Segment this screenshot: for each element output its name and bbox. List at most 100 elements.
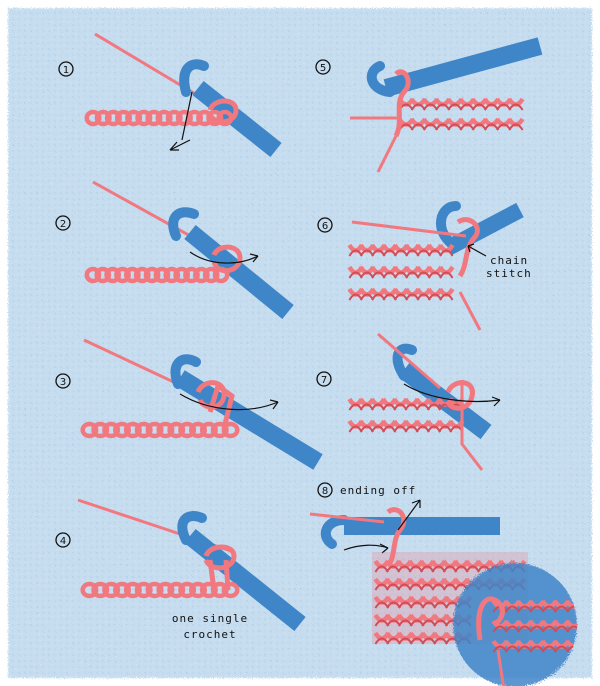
chain-link xyxy=(210,421,229,439)
step-4: 4 one single crochet xyxy=(55,498,306,641)
chain-link xyxy=(134,581,153,599)
chain-link xyxy=(91,421,110,439)
chain-link xyxy=(135,109,153,127)
step-number: 3 xyxy=(60,377,66,388)
chain-link xyxy=(114,266,131,284)
hook-head xyxy=(170,354,201,389)
chain-link xyxy=(113,581,131,599)
chain-link xyxy=(165,109,183,127)
chain-link xyxy=(102,581,121,599)
chain-link xyxy=(102,421,121,439)
chain-loop xyxy=(456,217,480,278)
stitch-row xyxy=(347,265,455,279)
chain-link xyxy=(145,421,164,439)
chain-link xyxy=(123,581,142,599)
foundation-chain xyxy=(80,421,240,439)
hook-shaft xyxy=(398,362,492,440)
step-number: 5 xyxy=(320,63,326,74)
chain-link xyxy=(206,109,224,127)
chain-link xyxy=(178,581,197,599)
chain-link xyxy=(94,109,112,127)
chain-link xyxy=(156,421,175,439)
yarn-tail xyxy=(376,135,398,173)
hook-shaft xyxy=(192,80,282,158)
chain-link xyxy=(134,421,153,439)
chain-link xyxy=(104,266,122,284)
direction-arrow xyxy=(403,383,501,403)
chain-link xyxy=(156,581,175,599)
step-caption-line1: one single xyxy=(172,612,248,625)
step-caption-line1: chain xyxy=(490,254,528,267)
direction-arrow xyxy=(189,251,259,264)
chain-link xyxy=(123,421,142,439)
yarn-strand xyxy=(309,512,385,524)
step-number: 4 xyxy=(60,536,66,547)
chain-link xyxy=(153,266,171,284)
chain-link xyxy=(175,109,193,127)
stitch-row xyxy=(347,287,455,301)
stitch-shadow xyxy=(439,293,454,301)
stitch-shadow xyxy=(439,249,454,257)
stitch-row xyxy=(347,419,465,433)
hook-shaft xyxy=(175,370,323,470)
chain-link xyxy=(163,266,181,284)
hook-head xyxy=(168,207,199,241)
direction-arrow xyxy=(179,393,279,411)
hook-shaft xyxy=(444,202,524,256)
chain-link xyxy=(80,421,99,439)
hook-head xyxy=(436,201,461,249)
hook-shaft xyxy=(184,225,294,319)
yarn-tail xyxy=(458,291,482,331)
step-caption-line2: crochet xyxy=(183,628,236,641)
chain-link xyxy=(221,421,240,439)
yarn-loop xyxy=(203,544,237,571)
step-6: 6 chain stitch xyxy=(317,201,532,331)
step-2: 2 xyxy=(55,180,294,319)
direction-arrow xyxy=(397,499,421,531)
step-caption-line2: stitch xyxy=(486,267,532,280)
stitch-row xyxy=(347,243,455,257)
step-8: 8 ending off xyxy=(309,482,577,686)
chain-link xyxy=(173,266,191,284)
chain-link xyxy=(167,581,186,599)
hook-head xyxy=(392,343,417,381)
step-number: 6 xyxy=(322,221,328,232)
chain-link xyxy=(123,266,141,284)
stitch-shadow xyxy=(439,271,454,279)
chain-link xyxy=(183,266,200,284)
step-number: 2 xyxy=(60,219,66,230)
yarn-loop xyxy=(211,244,243,274)
stitch-row xyxy=(397,97,525,111)
hook-shaft xyxy=(383,37,543,97)
chain-link xyxy=(80,581,99,599)
chain-link xyxy=(167,421,186,439)
step-1: 1 xyxy=(58,32,282,158)
yarn-loop xyxy=(207,98,239,125)
stitch-shadow xyxy=(566,625,577,633)
step-7: 7 xyxy=(316,332,501,471)
yarn-loop xyxy=(393,69,411,138)
yarn-loop xyxy=(195,380,227,410)
chain-link xyxy=(143,266,161,284)
step-number-circle xyxy=(58,61,74,77)
chain-link xyxy=(192,266,210,284)
chain-link xyxy=(178,421,197,439)
chain-link xyxy=(125,109,143,127)
chain-link xyxy=(185,109,204,127)
step-3: 3 xyxy=(55,338,323,470)
chain-link xyxy=(155,109,173,127)
chain-link xyxy=(113,421,131,439)
chain-link xyxy=(145,109,163,127)
chain-link xyxy=(84,109,102,127)
step-caption-line1: ending off xyxy=(340,484,416,497)
stitch-shadow xyxy=(566,605,577,613)
foundation-chain xyxy=(84,266,230,284)
yarn-loop xyxy=(445,380,475,411)
hook-head xyxy=(177,511,207,545)
stitch-shadow xyxy=(508,103,524,111)
stitch-shadow xyxy=(508,123,524,131)
chain-link xyxy=(133,266,151,284)
chain-link xyxy=(199,421,218,439)
chain-link xyxy=(189,421,207,439)
